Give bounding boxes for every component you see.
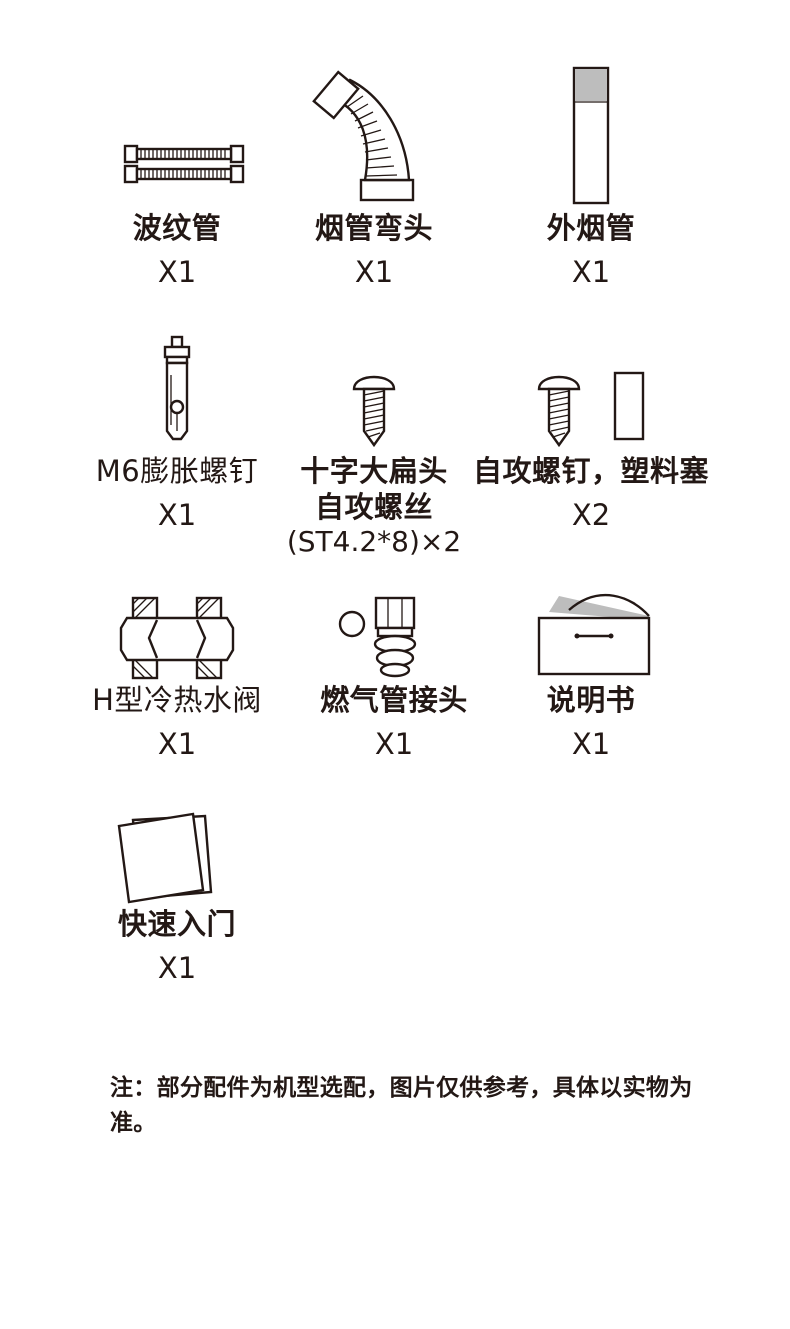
item-quick-start: 快速入门 X1 [57,810,297,986]
item-name: 说明书 [546,683,636,717]
item-name: 自攻螺钉，塑料塞 [472,454,709,488]
h-valve-icon [119,596,235,680]
item-name: 烟管弯头 [314,211,433,245]
item-quantity: X1 [571,255,611,289]
disclaimer-note: 注：部分配件为机型选配，图片仅供参考，具体以实物为准。 [110,1075,693,1136]
item-name: 波纹管 [132,211,222,245]
item-h-valve: H型冷热水阀 X1 [57,590,297,762]
corrugated-pipe-icon [123,144,245,184]
outer-flue-pipe-icon [572,66,610,205]
item-quantity: X1 [157,727,197,761]
quick-start-icon [117,812,213,904]
item-name: 燃气管接头 [320,683,468,717]
item-quantity: X1 [354,255,394,289]
item-name: M6膨胀螺钉 [95,454,259,488]
item-cross-screw: 十字大扁头 自攻螺丝 (ST4.2*8)×2 [254,335,494,559]
expansion-bolt-icon [163,335,191,441]
item-flue-elbow: 烟管弯头 X1 [254,60,494,290]
item-quantity: X2 [571,498,611,532]
cross-screw-icon [352,375,396,448]
item-screw-plug: 自攻螺钉，塑料塞 X2 [471,335,711,533]
flue-elbow-icon [312,70,415,202]
item-name: 十字大扁头 [300,454,448,488]
item-corrugated-pipe: 波纹管 X1 [57,60,297,290]
item-spec: (ST4.2*8)×2 [286,525,462,558]
manual-icon [537,594,651,676]
item-quantity: X1 [374,727,414,761]
item-name: 快速入门 [117,907,236,941]
item-quantity: X1 [571,727,611,761]
item-quantity: X1 [157,255,197,289]
item-outer-flue-pipe: 外烟管 X1 [471,60,711,290]
item-expansion-bolt: M6膨胀螺钉 X1 [57,335,297,533]
item-quantity: X1 [157,951,197,985]
item-name-line2: 自攻螺丝 [314,490,433,524]
gas-connector-icon [338,596,417,678]
item-name: H型冷热水阀 [92,683,262,717]
item-name: 外烟管 [546,211,636,245]
item-manual: 说明书 X1 [471,590,711,762]
item-gas-connector: 燃气管接头 X1 [274,590,514,762]
item-quantity: X1 [157,498,197,532]
screw-plug-icon [537,371,645,448]
